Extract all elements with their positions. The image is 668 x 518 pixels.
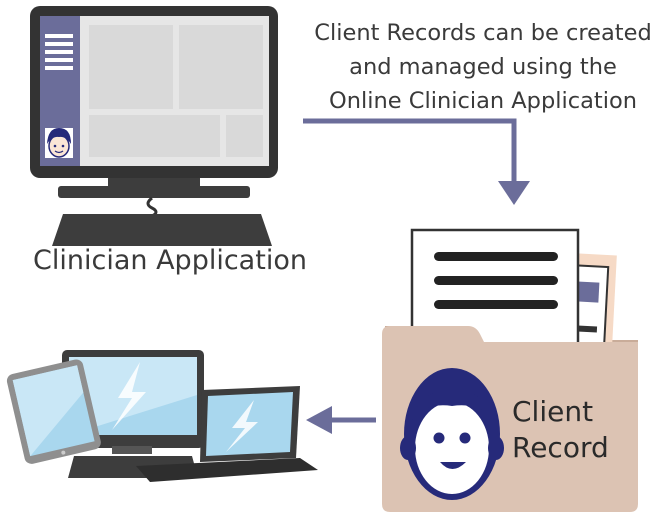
caption-line: and managed using the [349,54,617,80]
lightning-icon [112,362,146,430]
screen-panel [89,115,220,157]
desktop-monitor-icon [30,6,278,246]
client-face-icon [400,368,504,500]
hamburger-menu-icon [45,34,73,70]
client-record-label: Client Record [512,394,632,466]
caption-line: Online Clinician Application [329,88,637,114]
flow-arrow-down [303,118,530,205]
client-record-label-line2: Record [512,431,609,464]
client-record-label-line1: Client [512,395,594,428]
lightning-icon [226,400,258,452]
folder-icon [382,228,638,512]
caption-text: Client Records can be created and manage… [300,16,666,118]
keyboard [52,214,272,246]
screen-panel [179,25,263,109]
flow-arrow-left [306,406,376,434]
caption-line: Client Records can be created [314,20,652,46]
clinician-application-label: Clinician Application [33,245,307,276]
screen-panel [89,25,173,109]
screen-panel [226,115,263,157]
user-avatar-icon [45,128,73,158]
devices-icon [6,350,318,482]
